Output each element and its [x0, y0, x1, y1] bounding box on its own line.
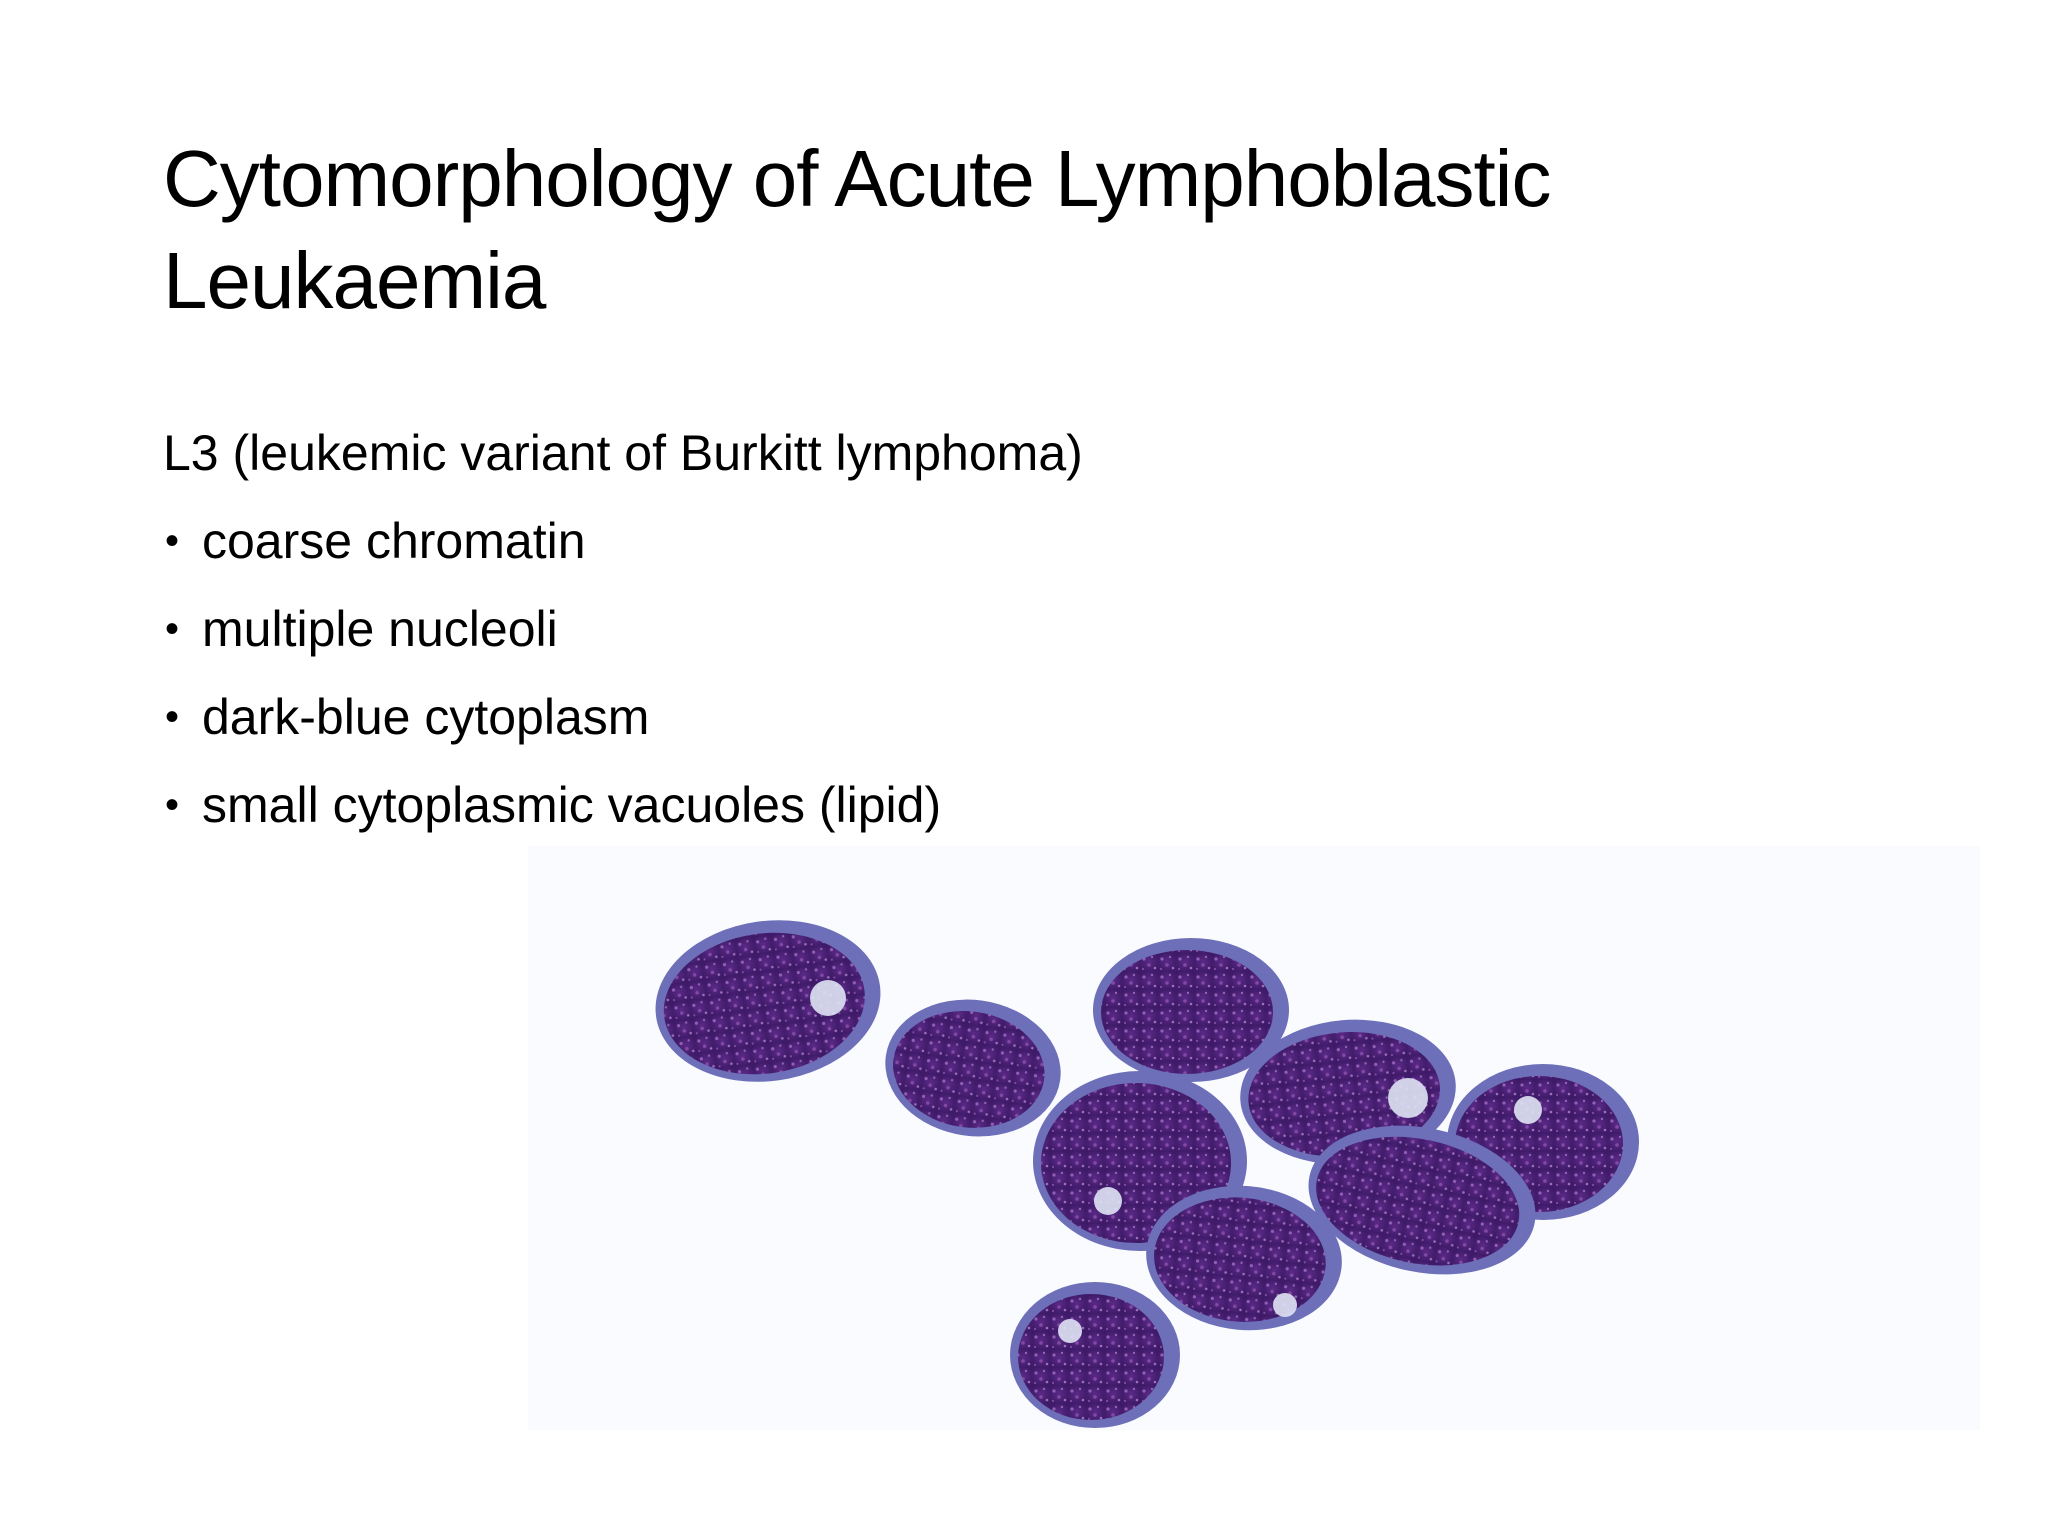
bullet-text: multiple nucleoli	[202, 601, 558, 657]
cell-nucleus	[1018, 1294, 1164, 1420]
bullet-dot-icon: •	[165, 783, 180, 827]
slide-subtitle: L3 (leukemic variant of Burkitt lymphoma…	[163, 425, 1083, 481]
blast-cell	[1308, 1125, 1536, 1275]
bullet-text: small cytoplasmic vacuoles (lipid)	[202, 777, 942, 833]
bullet-dot-icon: •	[165, 519, 180, 563]
blood-smear-micrograph	[528, 846, 1980, 1430]
slide-title: Cytomorphology of Acute Lymphoblastic Le…	[163, 134, 1551, 325]
blast-cell	[1010, 1282, 1180, 1428]
cytoplasmic-vacuole	[1094, 1187, 1122, 1215]
cell-nucleus	[1101, 950, 1273, 1074]
blast-cell	[1093, 938, 1289, 1082]
bullet-dot-icon: •	[165, 695, 180, 739]
bullet-list: • coarse chromatin • multiple nucleoli •…	[163, 506, 1863, 840]
slide-body: L3 (leukemic variant of Burkitt lymphoma…	[163, 418, 1863, 858]
blast-cell	[885, 999, 1061, 1137]
bullet-item: • dark-blue cytoplasm	[163, 682, 1863, 752]
bullet-text: dark-blue cytoplasm	[202, 689, 650, 745]
bullet-item: • coarse chromatin	[163, 506, 1863, 576]
blast-cell	[1146, 1185, 1342, 1331]
cell-nucleus	[893, 1011, 1045, 1128]
cytoplasmic-vacuole	[810, 980, 846, 1016]
cytoplasmic-vacuole	[1388, 1078, 1428, 1118]
cell-nucleus	[663, 932, 865, 1075]
cell-nucleus	[1153, 1197, 1326, 1322]
bullet-dot-icon: •	[165, 607, 180, 651]
blast-cell	[655, 920, 881, 1082]
bullet-item: • multiple nucleoli	[163, 594, 1863, 664]
cell-nucleus	[1316, 1136, 1520, 1266]
bullet-item: • small cytoplasmic vacuoles (lipid)	[163, 770, 1863, 840]
micrograph-svg	[655, 920, 1639, 1428]
cytoplasmic-vacuole	[1273, 1293, 1297, 1317]
cytoplasmic-vacuole	[1058, 1319, 1082, 1343]
bullet-text: coarse chromatin	[202, 513, 586, 569]
cell-nucleus	[1248, 1032, 1440, 1157]
cytoplasmic-vacuole	[1514, 1096, 1542, 1124]
